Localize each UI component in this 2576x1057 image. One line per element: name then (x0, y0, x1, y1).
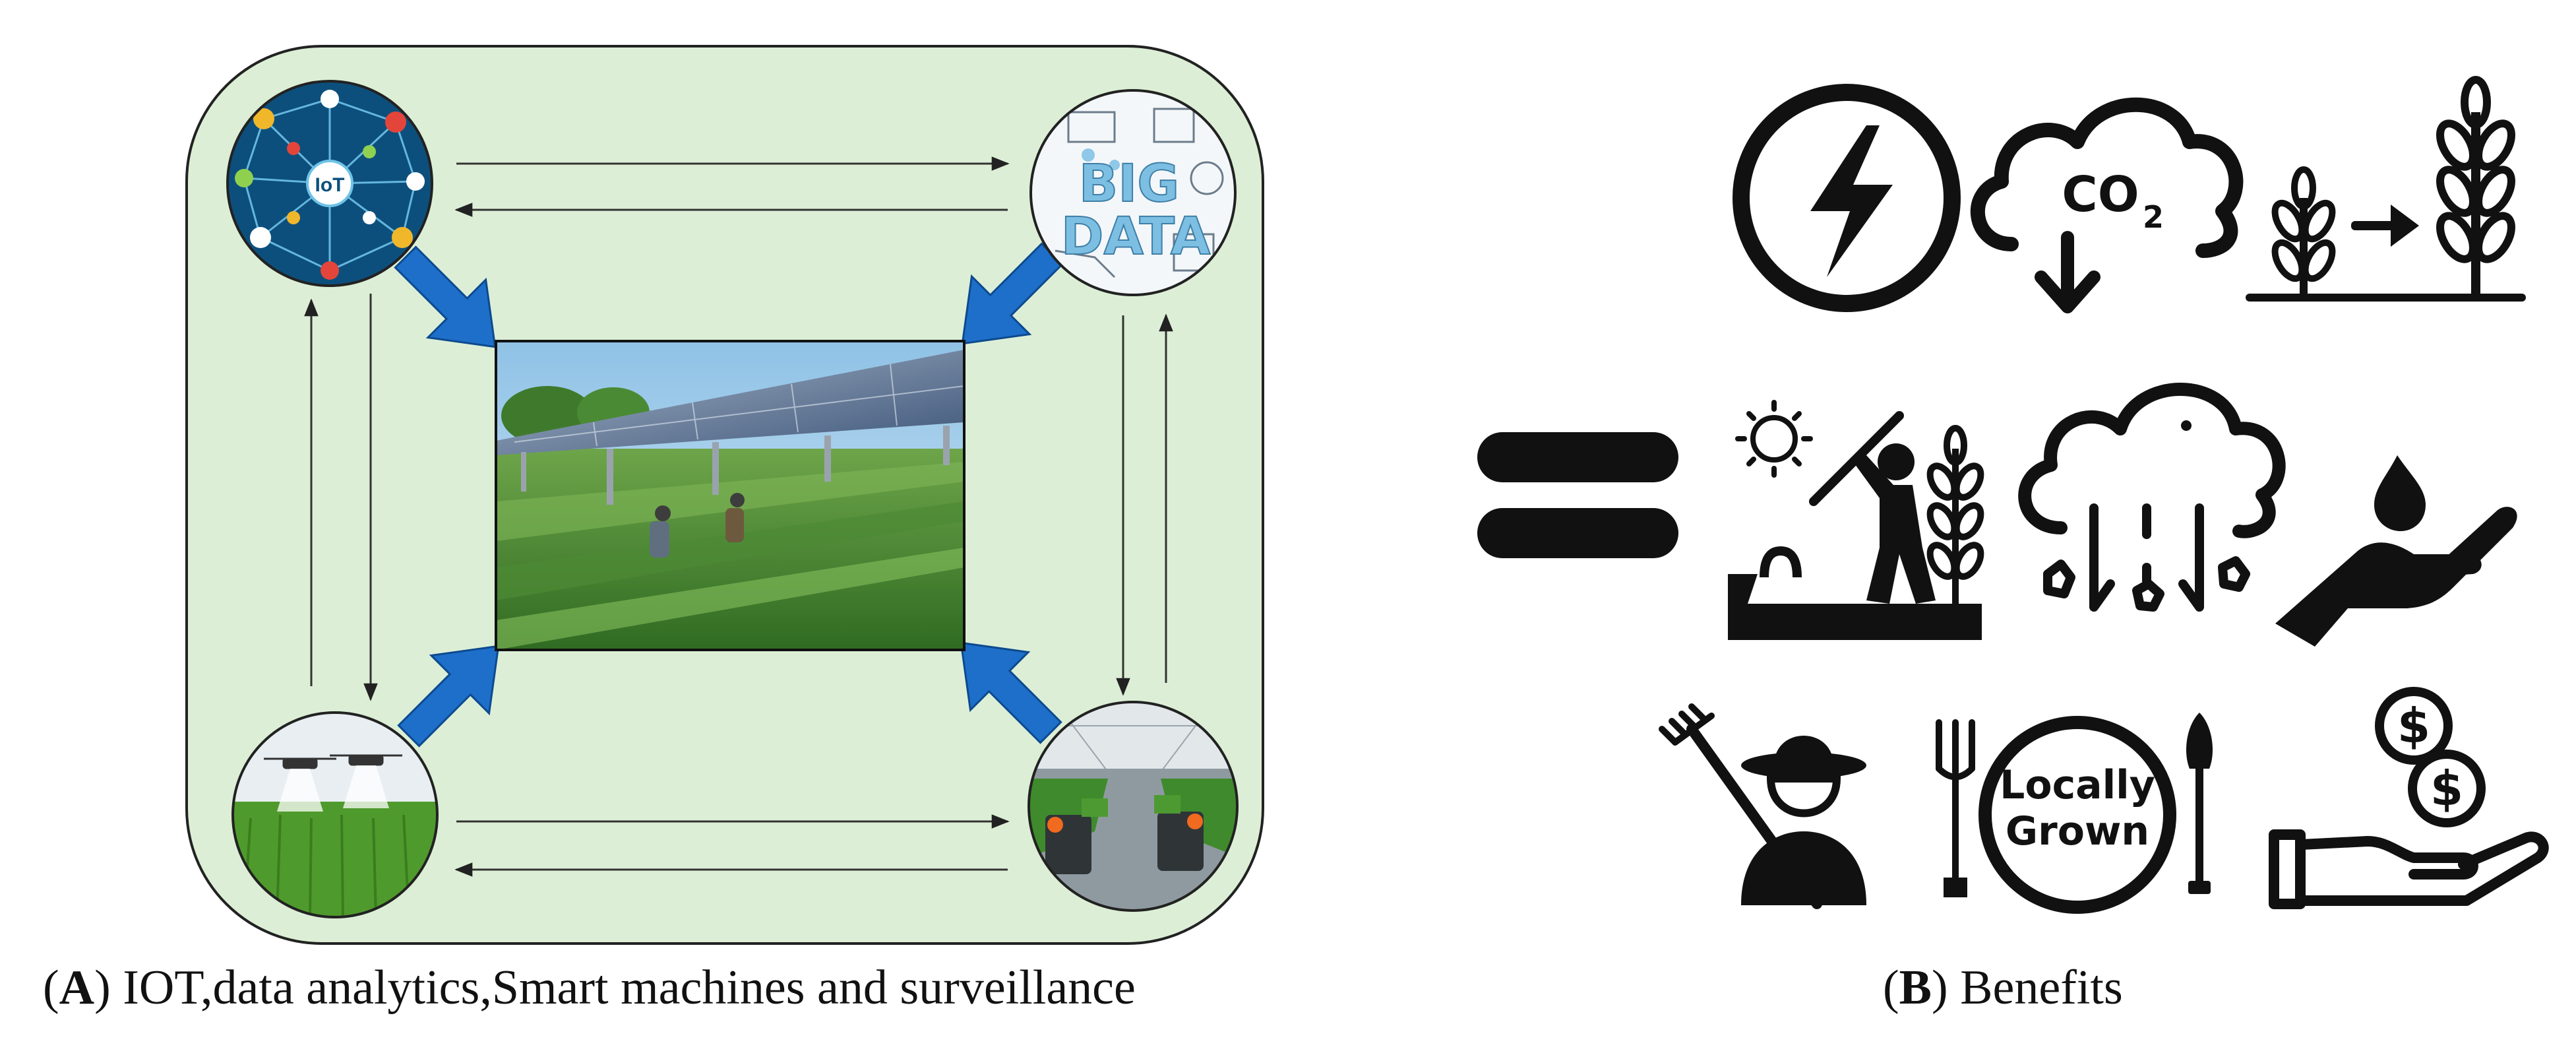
center-farm-image (495, 340, 966, 651)
farm-workers (650, 493, 745, 558)
connector-arrows (304, 156, 1173, 877)
blue-arrow-top-left-icon (394, 245, 497, 348)
caption-a-letter: A (59, 961, 95, 1015)
locally-grown-label-line1: Locally (2000, 762, 2155, 808)
equals-icon (1477, 432, 1678, 558)
locally-grown-label-line2: Grown (2006, 808, 2149, 854)
energy-icon (1733, 84, 1961, 312)
co2-subscript: 2 (2143, 199, 2164, 235)
farming-labor-icon (1728, 400, 1984, 640)
caption-b-letter: B (1899, 961, 1932, 1015)
crop-growth-icon (2246, 76, 2526, 302)
worker-figure (1809, 411, 1936, 604)
blue-arrow-bottom-left-icon (397, 645, 500, 748)
caption-b-text: Benefits (1960, 961, 2123, 1015)
robot-icons (1045, 795, 1204, 874)
co2-reduction-icon: CO 2 (1970, 97, 2244, 313)
pitchfork-icon (1936, 719, 1975, 897)
money-in-hand-icon: $ $ (2269, 687, 2549, 909)
big-data-node: BIG DATA (1029, 89, 1237, 296)
big-data-label-line1: BIG (1079, 154, 1180, 214)
shovel-icon (2186, 713, 2213, 894)
caption-panel-a: (A) IOT,data analytics,Smart machines an… (43, 961, 1136, 1015)
drone-icons (264, 754, 402, 769)
coin-symbol-1: $ (2397, 698, 2430, 753)
cloud-seeding-icon (2018, 383, 2286, 612)
big-data-label-line2: DATA (1061, 207, 1211, 267)
blue-arrow-top-right-icon (961, 242, 1064, 345)
co2-label: CO (2062, 166, 2139, 223)
iot-device-icons (235, 90, 425, 280)
blue-arrows (394, 242, 1064, 748)
caption-panel-b: (B) Benefits (1883, 961, 2123, 1015)
iot-label: IoT (315, 174, 345, 196)
sun-icon (1735, 400, 1813, 478)
farmer-icon (1659, 703, 1866, 909)
water-saving-icon (2275, 455, 2517, 647)
panel-a-diagram: IoT BIG DATA (185, 45, 1264, 945)
blue-arrow-bottom-right-icon (960, 641, 1062, 744)
coin-symbol-2: $ (2430, 761, 2463, 816)
panel-b-benefits: CO 2 (1477, 76, 2549, 914)
iot-node: IoT (226, 80, 433, 287)
locally-grown-icon: Locally Grown (1936, 713, 2213, 914)
caption-a-text: IOT,data analytics,Smart machines and su… (123, 961, 1136, 1015)
